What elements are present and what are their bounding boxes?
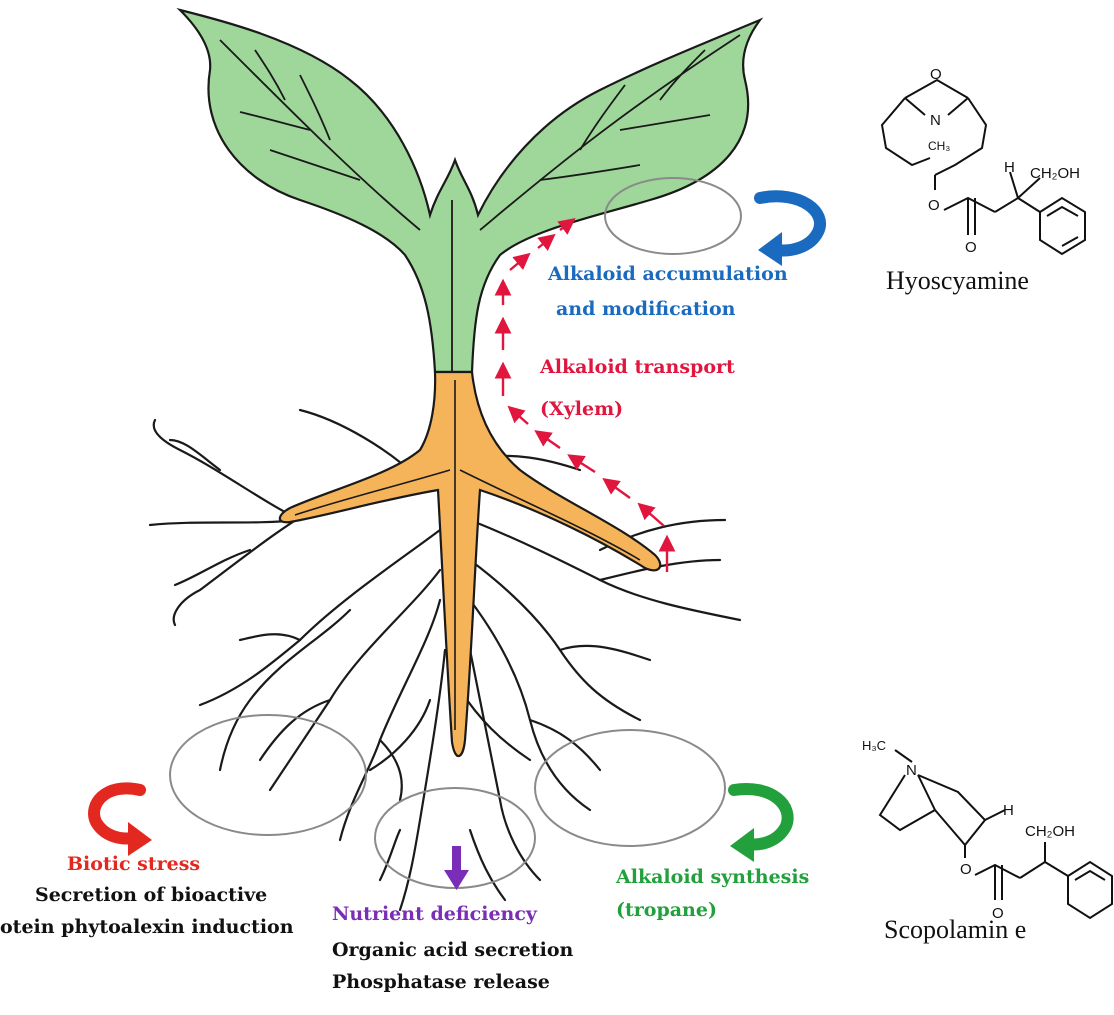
hyoscyamine-name: Hyoscyamine: [886, 266, 1029, 295]
scopolamine-name: Scopolamin e: [884, 915, 1027, 944]
accumulation-label-1: Alkaloid accumulation: [548, 263, 788, 285]
sco-carbonyl-oxygen: O: [992, 905, 1004, 922]
transport-arrows: [494, 217, 676, 572]
biotic-curved-arrow: [88, 782, 152, 856]
biotic-stress-line-2: otein phytoalexin induction: [0, 916, 294, 938]
sco-hydroxymethyl: CH₂OH: [1025, 823, 1075, 840]
sco-hydrogen: H: [1003, 802, 1014, 819]
hyo-nitrogen: N: [930, 112, 941, 129]
hyo-hydroxymethyl: CH₂OH: [1030, 165, 1080, 182]
nutrient-line-1: Organic acid secretion: [332, 939, 574, 961]
nutrient-down-arrow: [444, 846, 469, 890]
synthesis-label-1: Alkaloid synthesis: [616, 866, 810, 888]
sco-nitrogen: N: [906, 762, 917, 779]
synthesis-curved-arrow: [728, 783, 794, 862]
taproot: [278, 370, 662, 758]
synthesis-label-2: (tropane): [616, 899, 717, 921]
nutrient-line-2: Phosphatase release: [332, 971, 550, 993]
nutrient-deficiency-title: Nutrient deficiency: [332, 903, 537, 925]
hyo-methyl: CH₃: [928, 139, 950, 153]
biotic-stress-title: Biotic stress: [67, 853, 201, 875]
sco-ester-oxygen: O: [960, 861, 972, 878]
hyo-ester-oxygen: O: [928, 197, 940, 214]
hyo-hydrogen: H: [1004, 159, 1015, 176]
biotic-stress-line-1: Secretion of bioactive: [35, 884, 268, 906]
shoot: [176, 7, 764, 374]
transport-label-2: (Xylem): [540, 398, 624, 420]
hyo-oxygen-top: O: [930, 66, 942, 83]
transport-label-1: Alkaloid transport: [540, 356, 735, 378]
hyoscyamine-structure: [880, 78, 1086, 256]
scopolamine-structure: [878, 749, 1113, 920]
sco-methyl-left: H₃C: [862, 738, 886, 753]
region-ellipses: [169, 177, 742, 889]
accumulation-label-2: and modification: [556, 298, 736, 320]
accumulation-curved-arrow: [754, 190, 826, 266]
leaf-veins: [219, 34, 741, 372]
hyo-carbonyl-oxygen: O: [965, 239, 977, 256]
